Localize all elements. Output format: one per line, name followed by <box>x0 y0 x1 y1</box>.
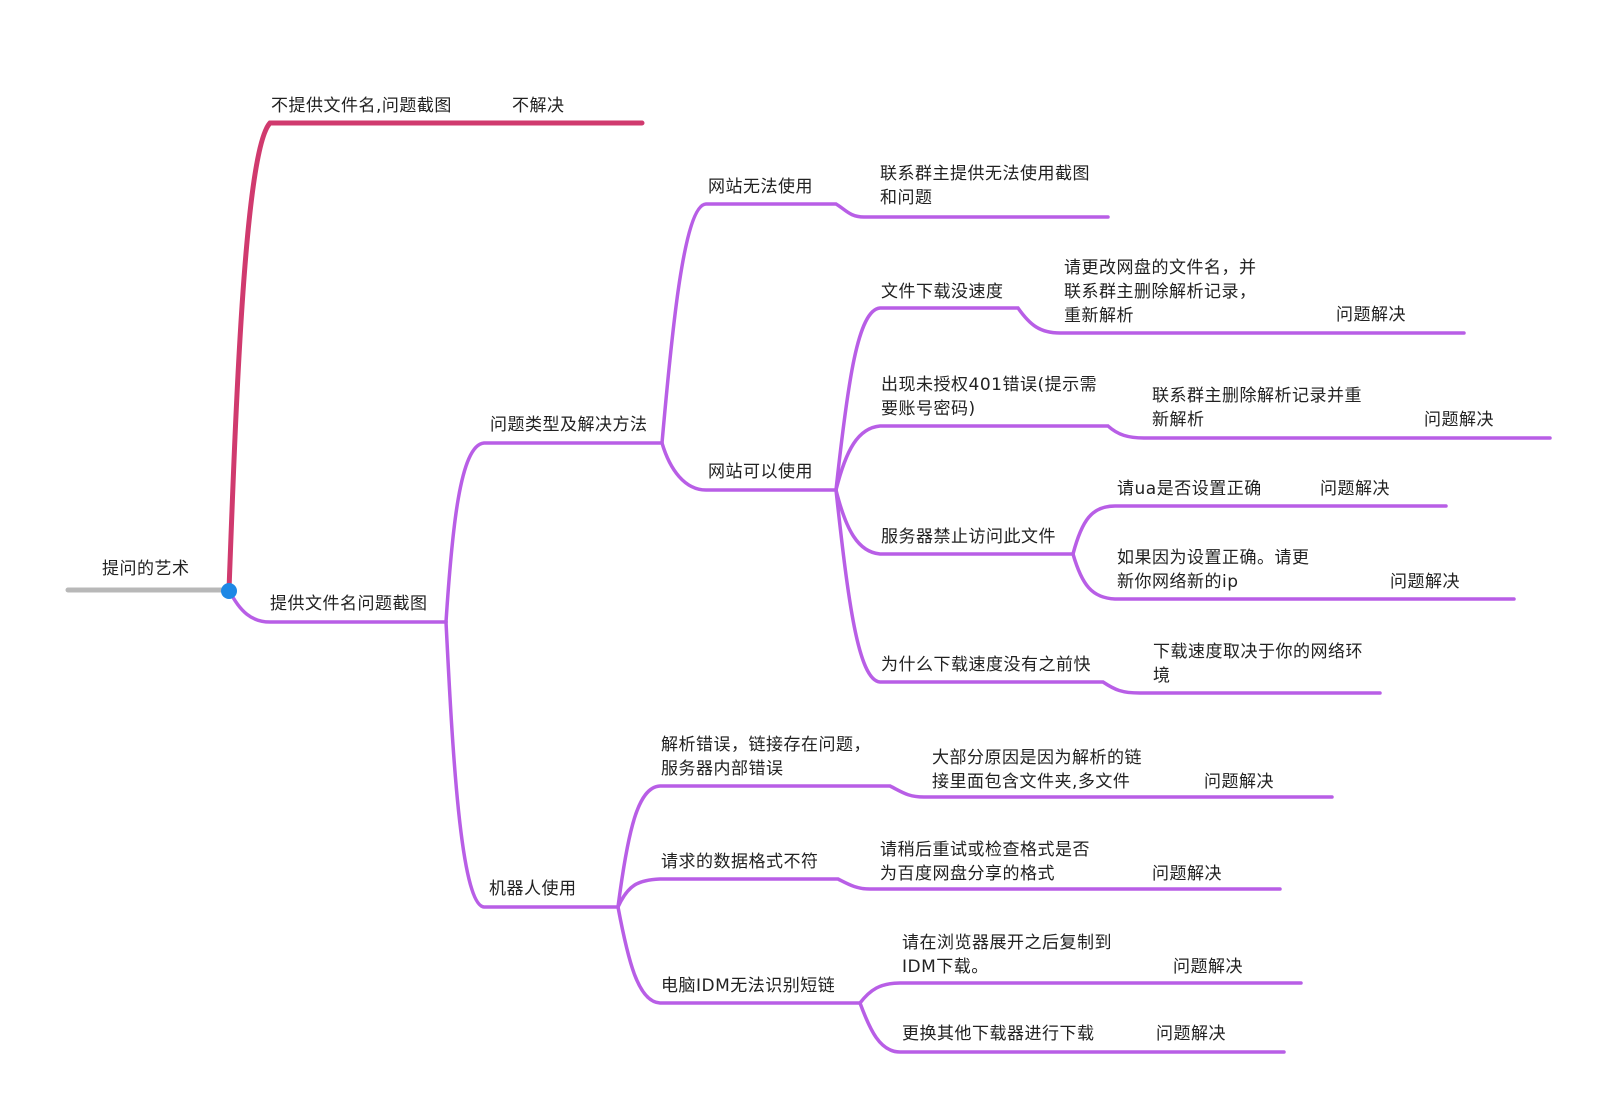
branch-no-filename <box>226 120 645 593</box>
topic-check-ua[interactable]: 请ua是否设置正确 <box>1117 479 1262 499</box>
topic-contact-screenshot[interactable]: 联系群主提供无法使用截图和问题 <box>880 164 1090 208</box>
topic-idm-short-link[interactable]: 电脑IDM无法识别短链 <box>661 976 836 996</box>
topic-robot-usage[interactable]: 机器人使用 <box>489 879 577 899</box>
edge-format <box>616 877 1282 909</box>
edge-idm <box>616 905 862 1005</box>
edge-slow <box>834 488 1382 695</box>
topic-no-filename[interactable]: 不提供文件名,问题截图 <box>271 96 452 116</box>
topic-format-mismatch[interactable]: 请求的数据格式不符 <box>661 852 819 872</box>
topic-solved-7[interactable]: 问题解决 <box>1173 957 1243 977</box>
topic-solved-6[interactable]: 问题解决 <box>1152 864 1222 884</box>
topic-new-ip[interactable]: 如果因为设置正确。请更新你网络新的ip <box>1117 548 1310 592</box>
edge-401 <box>834 424 1552 492</box>
topic-forbidden[interactable]: 服务器禁止访问此文件 <box>881 527 1056 547</box>
topic-delete-record[interactable]: 联系群主删除解析记录并重新解析 <box>1152 386 1362 430</box>
topic-site-unusable[interactable]: 网站无法使用 <box>708 177 813 197</box>
edge-site-usable <box>660 441 838 492</box>
edge-ua <box>1071 504 1448 556</box>
topic-with-filename[interactable]: 提供文件名问题截图 <box>270 594 428 614</box>
edge-no-speed <box>834 306 1466 492</box>
edge-forbidden <box>834 488 1075 556</box>
topic-solved-8[interactable]: 问题解决 <box>1156 1024 1226 1044</box>
topic-retry-format[interactable]: 请稍后重试或检查格式是否为百度网盘分享的格式 <box>880 840 1090 884</box>
topic-site-usable[interactable]: 网站可以使用 <box>708 462 813 482</box>
root-connector-dot[interactable] <box>221 583 237 599</box>
topic-solved-2[interactable]: 问题解决 <box>1424 410 1494 430</box>
edge-site-unusable <box>660 202 1110 445</box>
edge-parse-error <box>616 784 1334 909</box>
root-topic[interactable]: 提问的艺术 <box>102 559 190 579</box>
edge-robot <box>444 620 620 909</box>
topic-problem-types[interactable]: 问题类型及解决方法 <box>490 415 648 435</box>
topic-not-solved[interactable]: 不解决 <box>512 96 565 116</box>
topic-speed-network[interactable]: 下载速度取决于你的网络环境 <box>1153 642 1363 686</box>
topic-other-downloader[interactable]: 更换其他下载器进行下载 <box>902 1024 1095 1044</box>
edge-new-ip <box>1071 552 1516 601</box>
topic-solved-4[interactable]: 问题解决 <box>1390 572 1460 592</box>
topic-parse-error[interactable]: 解析错误，链接存在问题，服务器内部错误 <box>661 735 871 779</box>
edge-other-downloader <box>858 1001 1286 1054</box>
edge-idm-copy <box>858 981 1303 1005</box>
topic-slower-speed[interactable]: 为什么下载速度没有之前快 <box>881 655 1091 675</box>
topic-solved-1[interactable]: 问题解决 <box>1336 305 1406 325</box>
topic-401-error[interactable]: 出现未授权401错误(提示需要账号密码) <box>881 375 1098 419</box>
topic-folder-multifile[interactable]: 大部分原因是因为解析的链接里面包含文件夹,多文件 <box>932 748 1142 792</box>
topic-solved-3[interactable]: 问题解决 <box>1320 479 1390 499</box>
topic-no-download-speed[interactable]: 文件下载没速度 <box>881 282 1004 302</box>
edge-problem-types <box>444 441 664 624</box>
topic-rename-file[interactable]: 请更改网盘的文件名，并联系群主删除解析记录，重新解析 <box>1064 258 1257 326</box>
topic-solved-5[interactable]: 问题解决 <box>1204 772 1274 792</box>
